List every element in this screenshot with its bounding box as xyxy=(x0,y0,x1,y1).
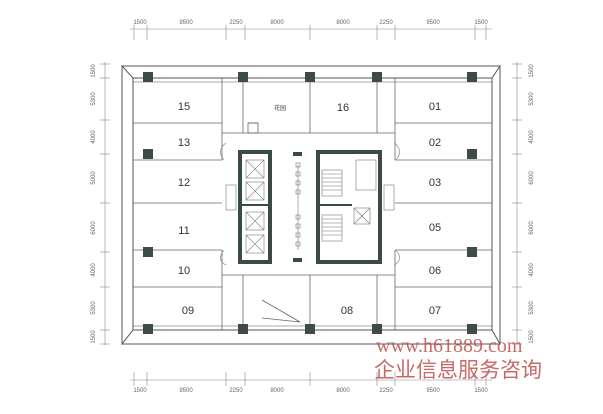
dimension-left: 1500 5300 4000 5000 6000 4000 5300 1500 xyxy=(91,64,97,344)
dim-bottom-8: 1500 xyxy=(474,388,488,394)
room-06: 06 xyxy=(429,265,441,277)
dim-top-4: 8000 xyxy=(270,20,284,26)
dim-top-1: 1500 xyxy=(133,20,147,26)
room-03: 03 xyxy=(429,177,441,189)
dim-bottom-3: 2250 xyxy=(229,388,243,394)
room-12: 12 xyxy=(178,177,190,189)
building-core xyxy=(220,142,400,266)
room-13: 13 xyxy=(178,137,190,149)
room-garden: 花园 xyxy=(274,104,286,112)
room-10: 10 xyxy=(178,265,190,277)
dimension-lines xyxy=(100,25,522,386)
partitions xyxy=(133,78,492,330)
dim-top-5: 8000 xyxy=(336,20,350,26)
dim-left-8: 1500 xyxy=(91,330,97,344)
dim-left-1: 1500 xyxy=(91,64,97,78)
dim-right-2: 5300 xyxy=(529,92,535,106)
dim-right-1: 1500 xyxy=(529,64,535,78)
dim-top-2: 9500 xyxy=(179,20,193,26)
dim-right-7: 5300 xyxy=(529,301,535,315)
room-15: 15 xyxy=(178,101,190,113)
dim-left-4: 5000 xyxy=(91,171,97,185)
watermark-text: 企业信息服务咨询 xyxy=(374,358,542,382)
dimension-right: 1500 5300 4000 6000 6000 4000 5300 1500 xyxy=(529,64,535,344)
room-16: 16 xyxy=(337,102,349,114)
dim-bottom-4: 8000 xyxy=(270,388,284,394)
dim-left-7: 5300 xyxy=(91,301,97,315)
watermark-url: www.h61889.com xyxy=(376,335,523,357)
dim-bottom-7: 9500 xyxy=(426,388,440,394)
room-07: 07 xyxy=(429,305,441,317)
dim-bottom-2: 9500 xyxy=(179,388,193,394)
dim-left-2: 5300 xyxy=(91,92,97,106)
room-02: 02 xyxy=(429,137,441,149)
dim-right-3: 4000 xyxy=(529,130,535,144)
dim-bottom-6: 2250 xyxy=(379,388,393,394)
room-11: 11 xyxy=(178,225,189,237)
dim-right-4: 6000 xyxy=(529,171,535,185)
room-labels: 15 花园 16 01 13 02 12 03 11 05 10 06 09 0… xyxy=(178,101,441,317)
dim-top-6: 2250 xyxy=(379,20,393,26)
dim-right-8: 1500 xyxy=(529,330,535,344)
dim-bottom-5: 8000 xyxy=(336,388,350,394)
dim-left-6: 4000 xyxy=(91,263,97,277)
dim-left-5: 6000 xyxy=(91,221,97,235)
room-05: 05 xyxy=(429,222,441,234)
dim-bottom-1: 1500 xyxy=(133,388,147,394)
dim-left-3: 4000 xyxy=(91,130,97,144)
structural-columns xyxy=(143,72,477,334)
dim-top-7: 9500 xyxy=(426,20,440,26)
dim-top-8: 1500 xyxy=(474,20,488,26)
dimension-top: 1500 9500 2250 8000 8000 2250 9500 1500 xyxy=(133,20,488,26)
dim-right-6: 4000 xyxy=(529,263,535,277)
dim-top-3: 2250 xyxy=(229,20,243,26)
room-01: 01 xyxy=(429,101,441,113)
dimension-bottom: 1500 9500 2250 8000 8000 2250 9500 1500 xyxy=(133,388,488,394)
room-08: 08 xyxy=(341,305,353,317)
room-09: 09 xyxy=(182,305,194,317)
dim-right-5: 6000 xyxy=(529,221,535,235)
